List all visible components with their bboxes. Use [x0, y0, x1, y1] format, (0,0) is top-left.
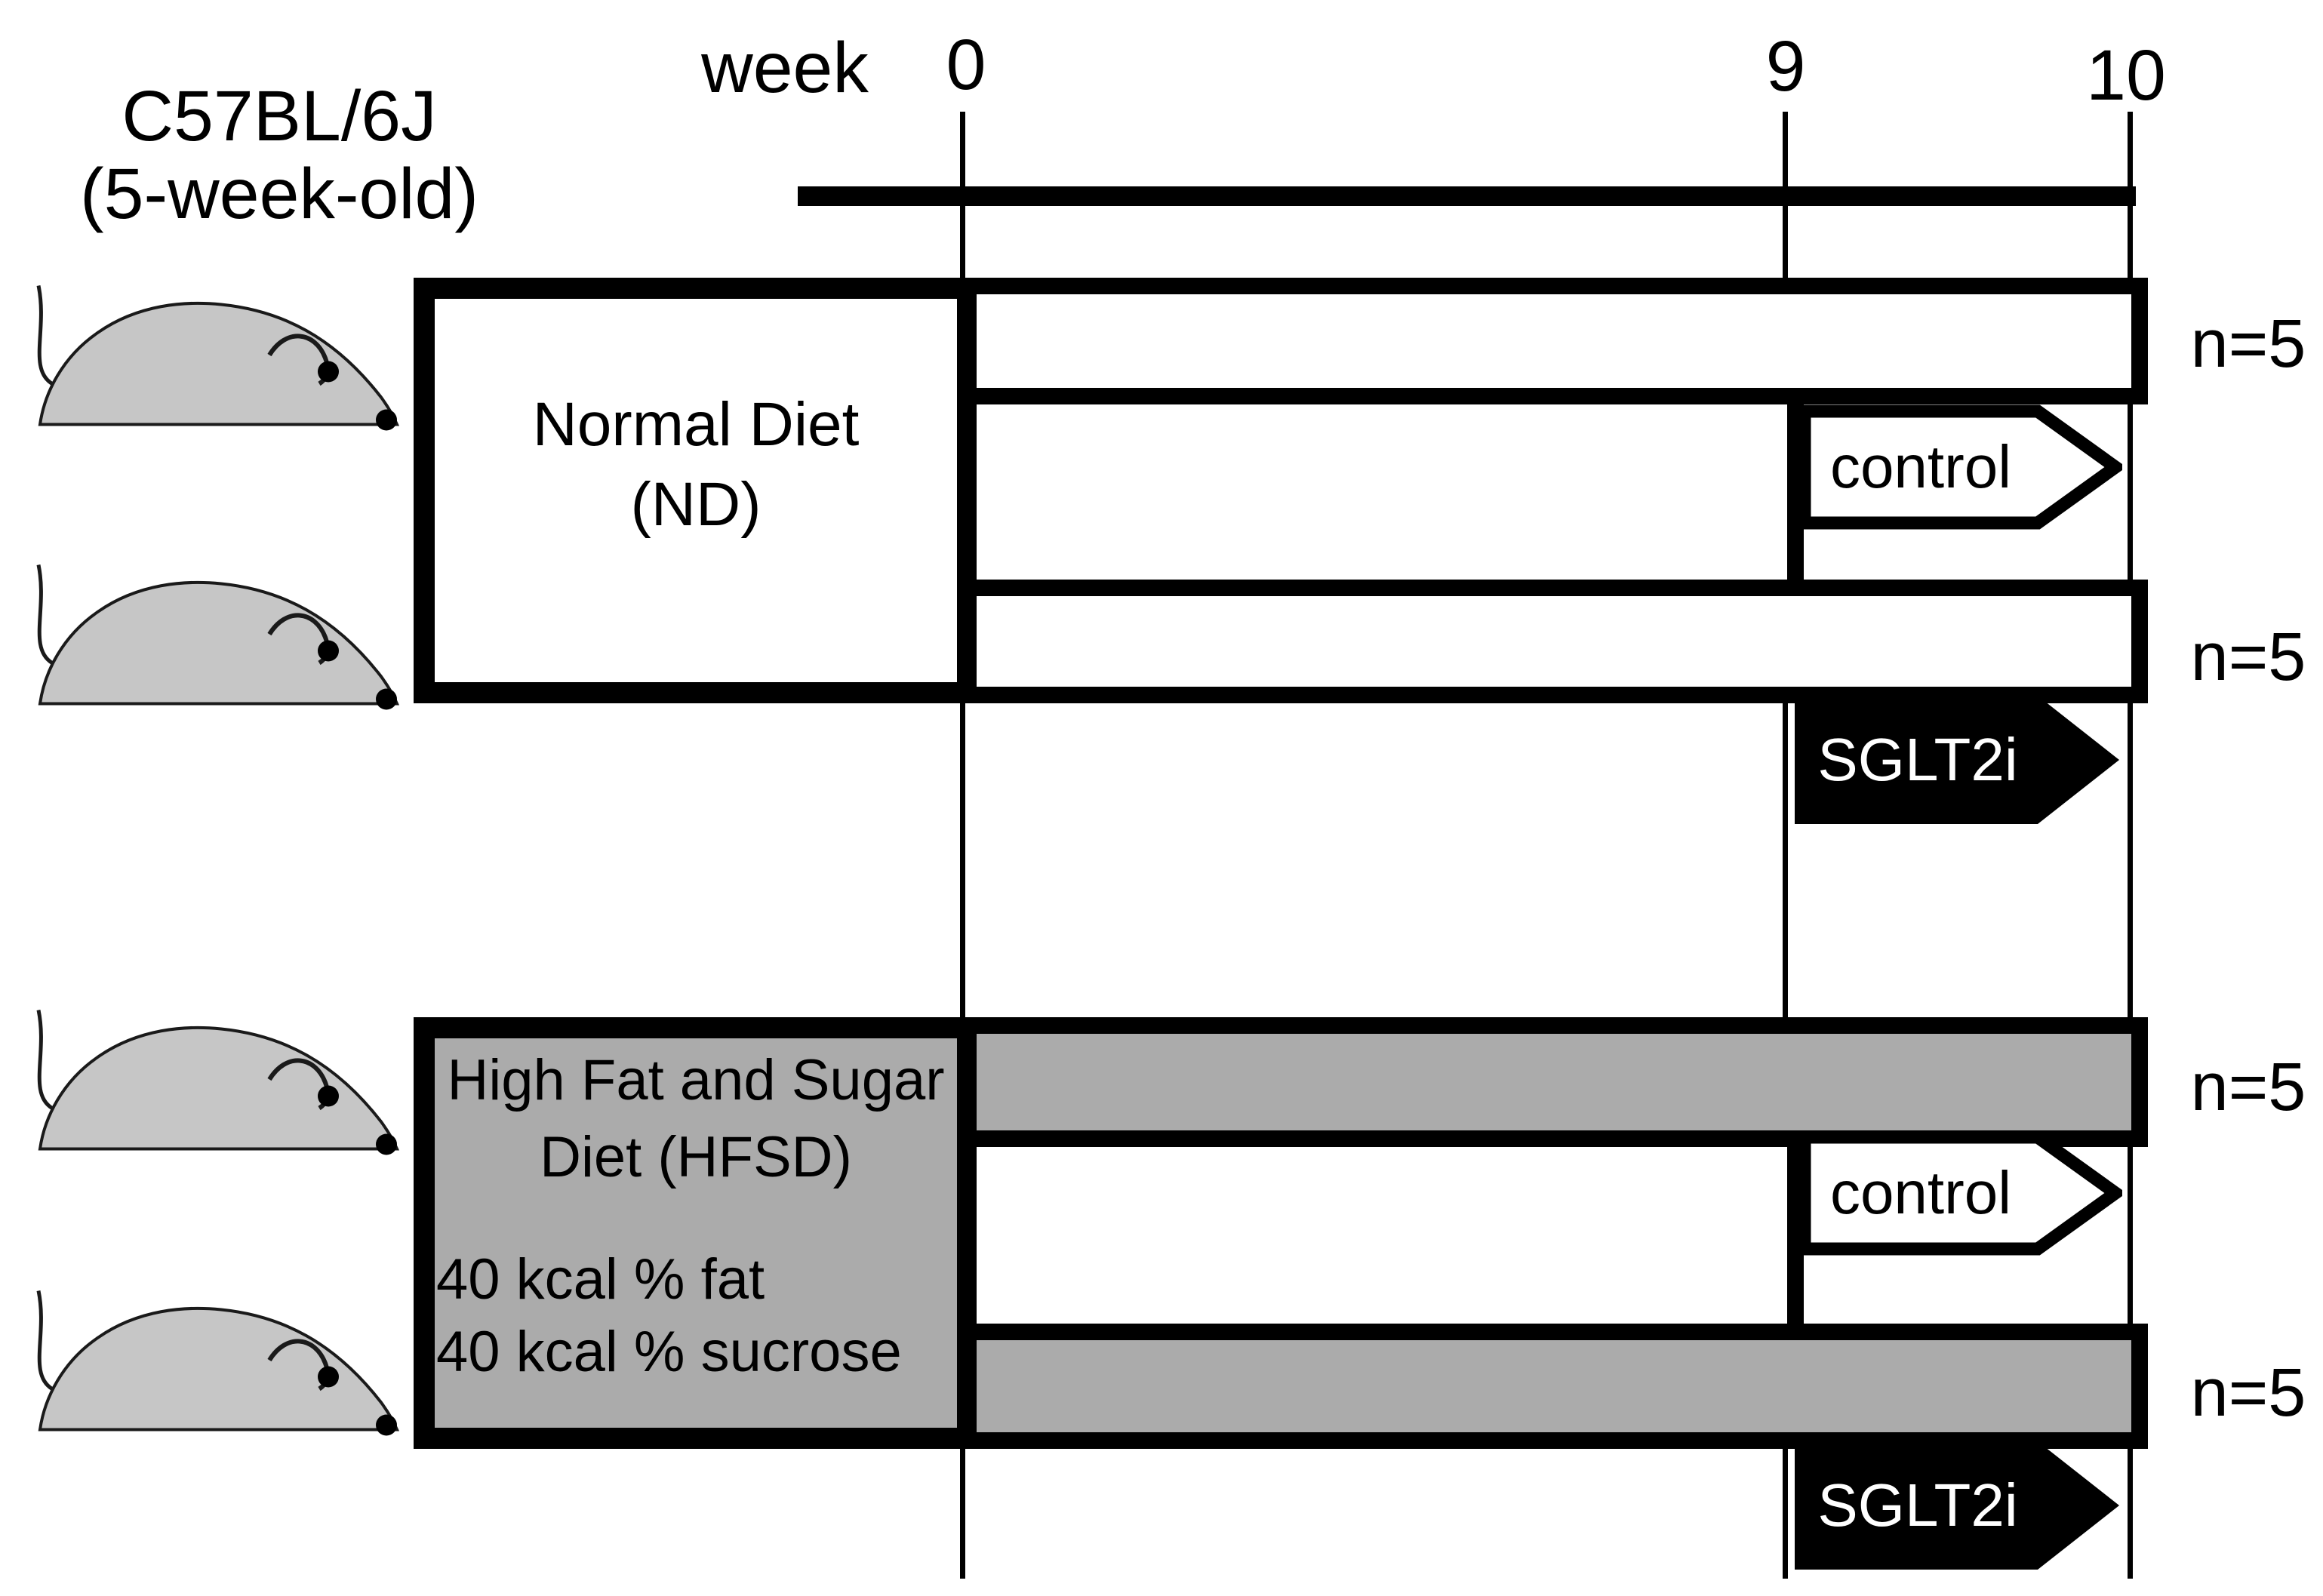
gridline-week-10	[2128, 112, 2133, 1579]
mouse-icon	[36, 1009, 400, 1155]
timeline-bar	[798, 186, 2136, 206]
strain-label: C57BL/6J	[122, 76, 437, 156]
mouse-icon	[36, 1290, 400, 1436]
hfsd-arm2-n-label: n=5	[2190, 1355, 2306, 1431]
hfsd-arm1-bar	[960, 1017, 2148, 1147]
age-label: (5-week-old)	[80, 154, 478, 234]
tick-week-10: 10	[2086, 35, 2166, 115]
gridline-week-0	[960, 112, 965, 1579]
nd-control-arrow-label: control	[1829, 433, 2012, 500]
nd-sglt2i-arrow-label: SGLT2i	[1817, 726, 2018, 793]
nd-diet-box-label-line2: (ND)	[630, 470, 762, 539]
hfsd-diet-box-label-line1: High Fat and Sugar	[447, 1048, 945, 1112]
nd-diet-box	[414, 278, 978, 703]
hfsd-sglt2i-arrow	[1795, 1441, 2119, 1570]
nd-arm1-n-label: n=5	[2190, 306, 2306, 382]
hfsd-control-row-bar	[960, 1130, 1804, 1340]
tick-week-0: 0	[946, 25, 986, 105]
hfsd-diet-box-label-line3: 40 kcal % fat	[436, 1247, 765, 1312]
hfsd-arm2-bar	[960, 1324, 2148, 1449]
hfsd-diet-box-label-line4: 40 kcal % sucrose	[436, 1320, 902, 1384]
hfsd-diet-box-label-line2: Diet (HFSD)	[540, 1125, 852, 1189]
nd-arm1-bar	[960, 278, 2148, 404]
hfsd-control-arrow	[1798, 1130, 2122, 1256]
tick-week-9: 9	[1765, 26, 1806, 106]
nd-control-arrow	[1798, 404, 2122, 530]
hfsd-sglt2i-arrow-label: SGLT2i	[1817, 1471, 2018, 1539]
nd-diet-box-label-line1: Normal Diet	[532, 390, 860, 459]
nd-arm2-bar	[960, 580, 2148, 703]
hfsd-arm1-n-label: n=5	[2190, 1050, 2306, 1125]
mouse-icon	[36, 284, 400, 431]
mouse-icon	[36, 564, 400, 710]
nd-control-row-bar	[960, 388, 1804, 596]
gridline-week-9	[1783, 112, 1788, 1579]
hfsd-control-arrow-label: control	[1829, 1159, 2012, 1226]
week-axis-label: week	[701, 28, 869, 108]
nd-arm2-n-label: n=5	[2190, 620, 2306, 695]
nd-sglt2i-arrow	[1795, 696, 2119, 824]
